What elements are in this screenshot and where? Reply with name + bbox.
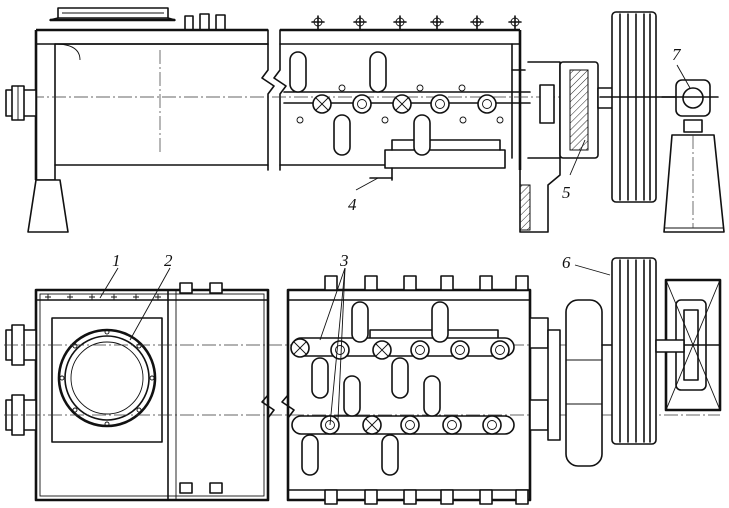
gear-housing [527,61,615,159]
trough-body-right [279,30,526,170]
trough-body-left [34,30,269,181]
plan-view [4,257,722,505]
loading-opening [51,317,163,443]
callout-7: 7 [672,45,682,64]
leader-lines [99,64,691,426]
callout-5: 5 [562,183,571,202]
gearbox-plan [529,299,617,467]
pulley-plan [611,257,657,445]
frame-lugs [324,275,529,505]
callout-4: 4 [348,195,357,214]
loading-hatch [49,7,176,22]
side-elevation-view [5,7,725,233]
discharge-gate [369,139,506,181]
support-left [27,179,69,233]
callout-2: 2 [164,251,173,270]
shaft-plan-upper [290,301,515,399]
shaft-plan-lower [291,375,515,476]
shaft-hubs-upper [312,94,497,114]
bearing-plan [655,278,722,412]
support-right [519,157,561,233]
bearing-pedestal [661,79,725,233]
callout-3: 3 [339,251,349,270]
callout-6: 6 [562,253,571,272]
pulley-upper [599,11,691,203]
callout-1: 1 [112,251,121,270]
paddles-upper-top [289,51,387,93]
